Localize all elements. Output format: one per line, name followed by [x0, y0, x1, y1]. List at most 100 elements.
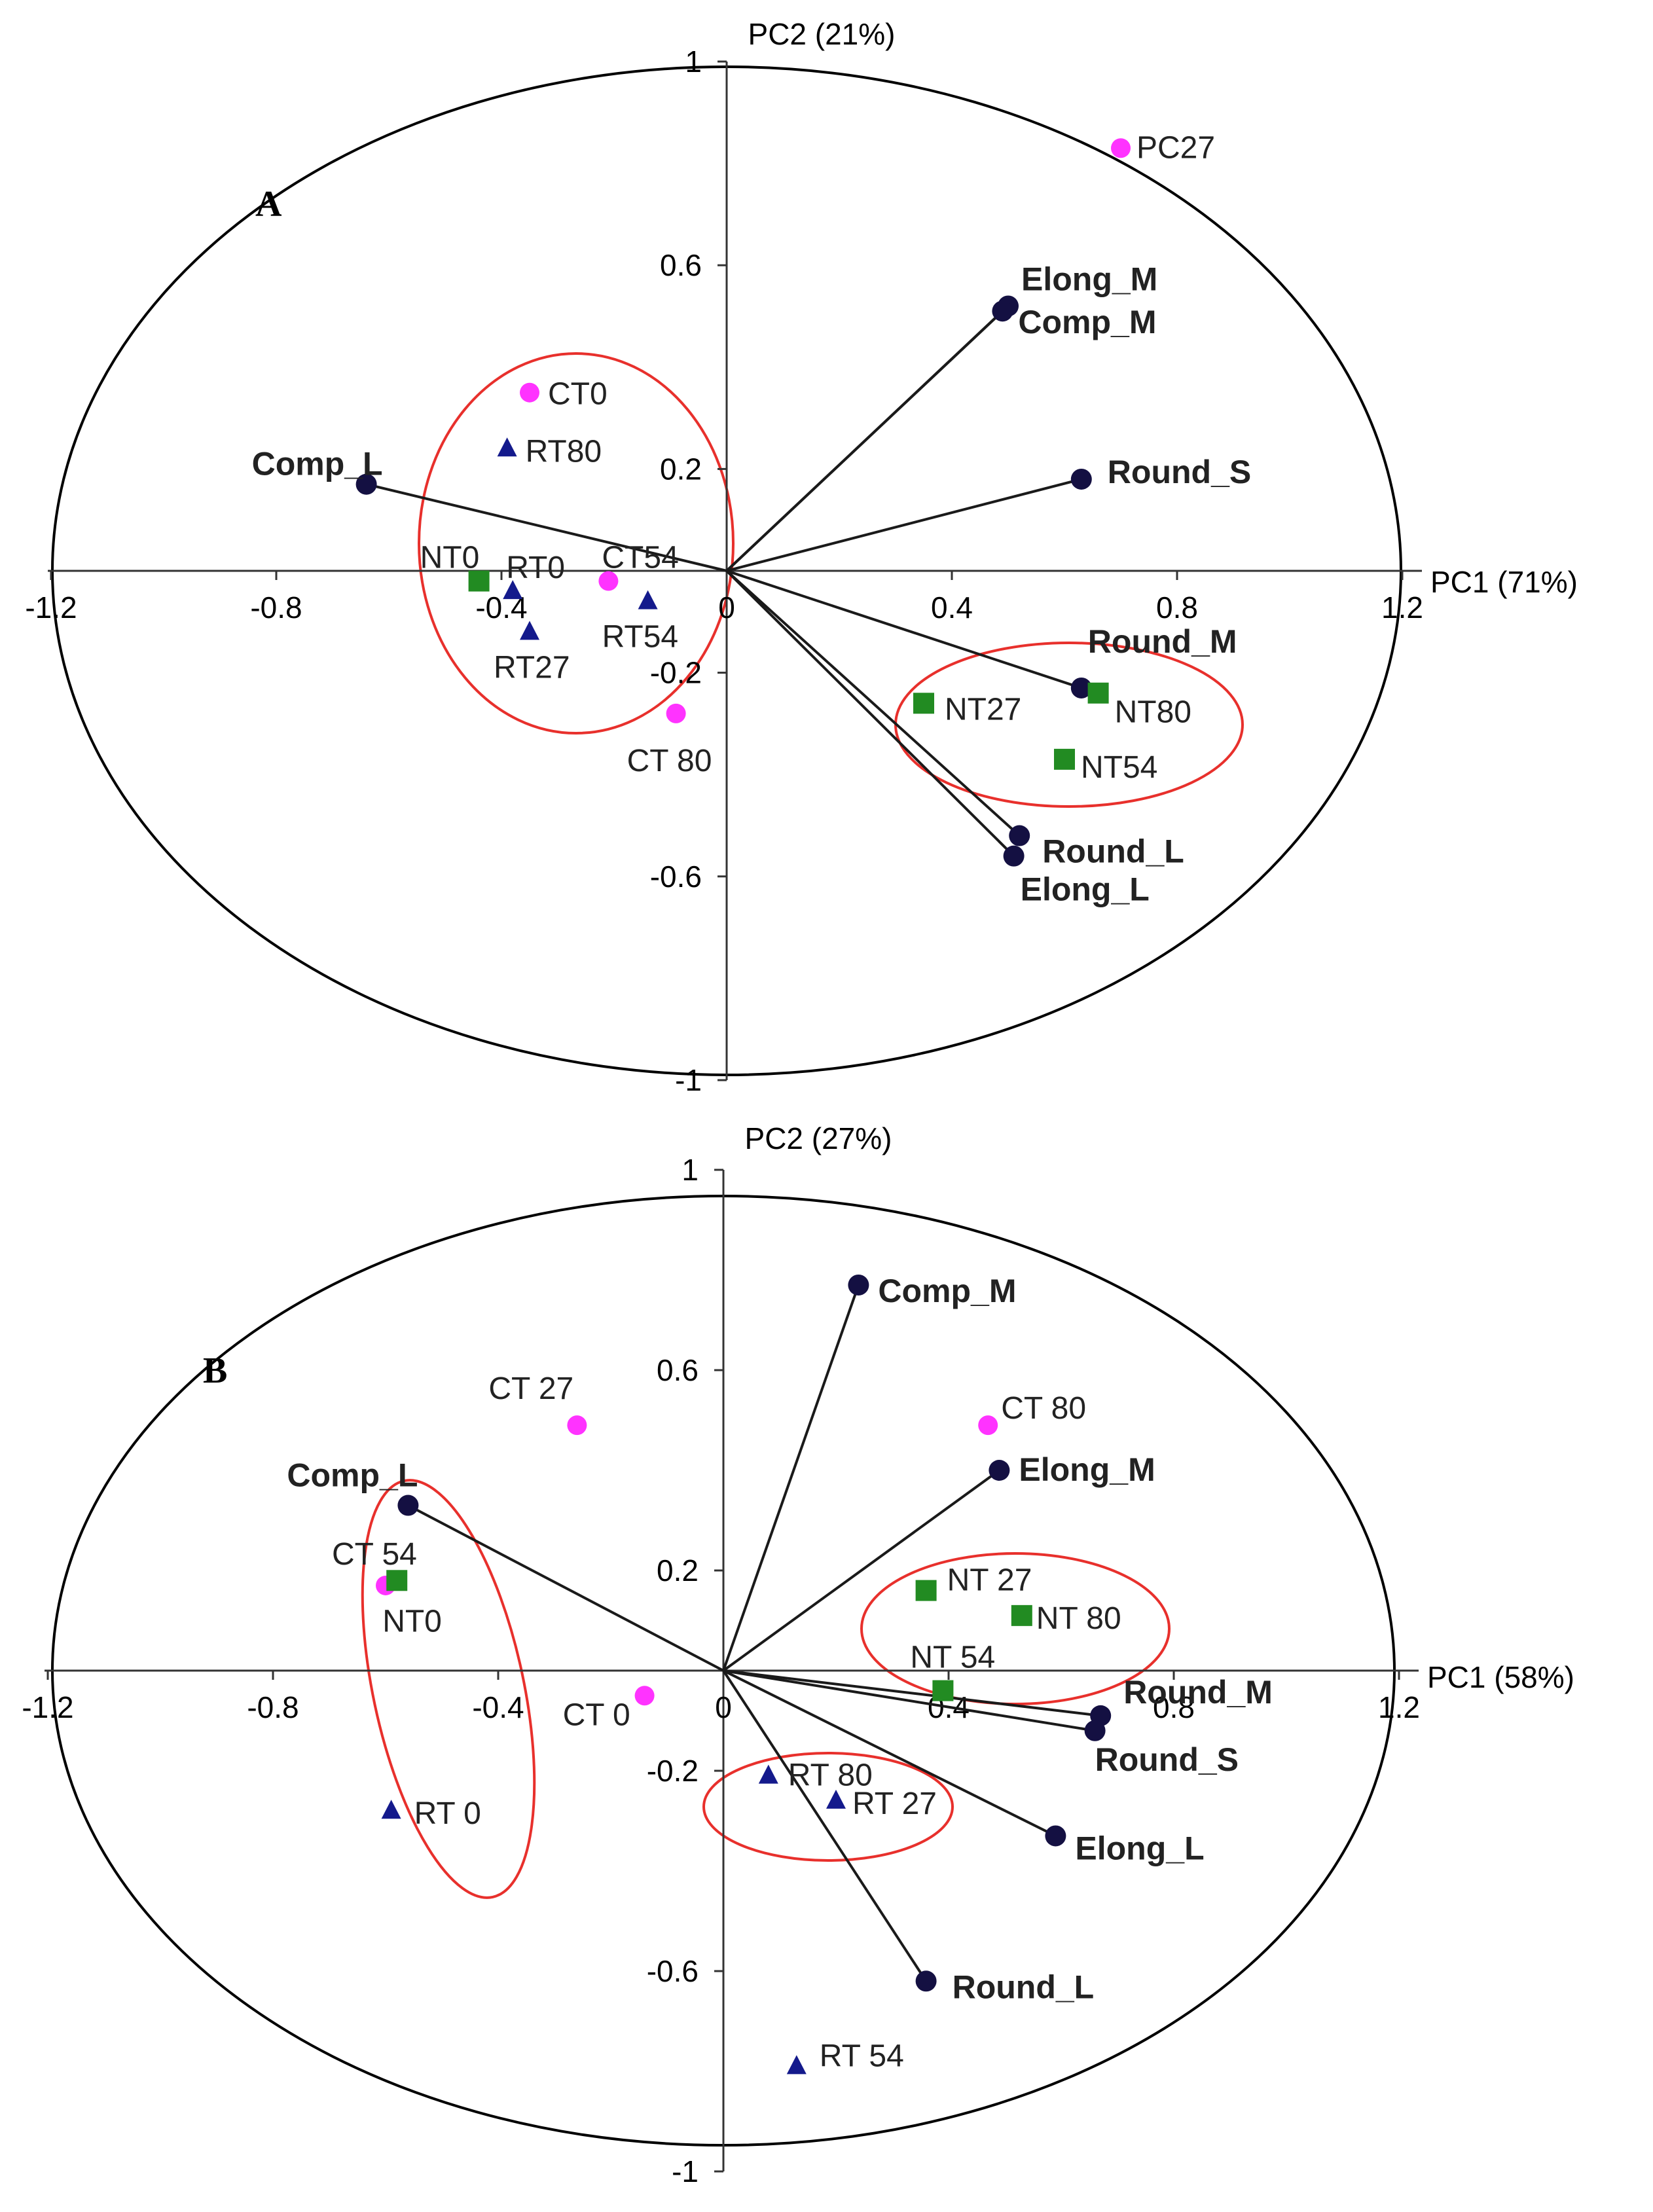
observation-label: CT 54	[332, 1537, 417, 1572]
observation-label: NT0	[382, 1604, 442, 1639]
rt-point	[638, 590, 658, 609]
x-tick-label: -1.2	[22, 1690, 73, 1724]
loading-vector	[725, 570, 1021, 837]
observation-label: NT27	[945, 692, 1021, 727]
variable-label: Elong_L	[1075, 1830, 1204, 1866]
variable-label: Elong_L	[1021, 871, 1150, 908]
nt-point	[913, 693, 934, 714]
x-tick-label: 1.2	[1381, 590, 1423, 625]
observation-label: NT54	[1081, 750, 1157, 785]
variable-label: Elong_M	[1021, 261, 1157, 297]
variable-label: Comp_L	[287, 1457, 418, 1494]
loading-vector	[726, 570, 1082, 689]
loading-vector	[722, 1469, 1000, 1672]
variable-point	[355, 473, 377, 495]
variable-label: Comp_M	[1018, 304, 1156, 340]
ct-point	[520, 382, 539, 403]
observation-label: CT 80	[1001, 1391, 1086, 1426]
rt-point	[786, 2055, 807, 2075]
panel-label: A	[255, 184, 282, 225]
x-tick-label: 0.4	[931, 590, 973, 625]
y-axis-label: PC2 (21%)	[748, 17, 896, 51]
observation-label: RT80	[526, 434, 602, 469]
nt-point	[1054, 748, 1075, 770]
variable-label: Round_S	[1108, 454, 1251, 490]
x-axis-label: PC1 (71%)	[1430, 565, 1578, 599]
y-tick-label: 0.6	[657, 1353, 699, 1387]
rt-point	[497, 437, 517, 457]
observation-label: NT 80	[1036, 1601, 1121, 1636]
y-tick-label: -1	[672, 2154, 699, 2188]
cluster-ellipse	[418, 352, 735, 734]
observation-label: RT27	[494, 650, 570, 685]
y-tick-label: -1	[675, 1063, 702, 1097]
variable-point	[1003, 845, 1025, 867]
variable-point	[848, 1274, 869, 1296]
y-tick-label: 0.6	[660, 248, 702, 282]
ct-point	[634, 1686, 655, 1706]
rt-point	[381, 1800, 401, 1819]
variable-point	[1045, 1825, 1066, 1847]
x-tick-label: -0.4	[472, 1690, 524, 1724]
y-tick-label: 0.2	[660, 452, 702, 486]
nt-point	[386, 1570, 408, 1591]
rt-point	[520, 621, 539, 640]
rt-point	[758, 1764, 778, 1784]
ct-point	[598, 571, 619, 591]
loading-vector	[726, 478, 1082, 572]
y-axis-label: PC2 (27%)	[745, 1121, 892, 1155]
nt-point	[468, 570, 490, 592]
variable-point	[1009, 825, 1030, 846]
observation-label: NT80	[1115, 695, 1191, 730]
panel-b-biplot: -1.2-0.8-0.400.40.81.210.60.2-0.2-0.6-1P…	[22, 1121, 1574, 2188]
variable-point	[989, 1460, 1010, 1481]
loading-vector	[723, 1669, 1057, 1838]
variable-point	[1070, 468, 1092, 490]
loading-vector	[723, 1669, 1095, 1732]
variable-point	[1084, 1720, 1106, 1741]
x-tick-label: 0.8	[1156, 590, 1198, 625]
loading-vector	[723, 1669, 1101, 1717]
loading-vector	[722, 1284, 860, 1671]
variable-point	[915, 1970, 937, 1992]
x-axis-label: PC1 (58%)	[1427, 1660, 1574, 1694]
rt-point	[503, 580, 523, 600]
y-tick-label: -0.2	[650, 656, 702, 690]
nt-point	[915, 1580, 937, 1601]
nt-point	[1087, 682, 1109, 704]
observation-label: CT 0	[563, 1697, 630, 1732]
observation-label: PC27	[1136, 130, 1215, 165]
x-tick-label: 1.2	[1378, 1690, 1420, 1724]
x-tick-label: 0.8	[1153, 1690, 1195, 1724]
observation-label: NT0	[420, 541, 480, 575]
observation-label: RT54	[602, 620, 679, 655]
variable-point	[397, 1495, 419, 1516]
variable-label: Comp_L	[252, 446, 383, 482]
observation-label: NT 27	[947, 1563, 1032, 1598]
cluster-ellipse	[361, 1479, 536, 1899]
x-tick-label: 0	[715, 1690, 732, 1724]
observation-label: CT0	[548, 377, 608, 412]
variable-label: Round_M	[1123, 1674, 1273, 1711]
y-tick-label: 1	[681, 1153, 699, 1187]
variable-label: Comp_M	[878, 1273, 1016, 1309]
y-tick-label: 1	[685, 45, 702, 79]
y-tick-label: 0.2	[657, 1553, 699, 1587]
observation-label: CT54	[602, 541, 678, 575]
loading-vector	[366, 482, 727, 572]
variable-label: Elong_M	[1019, 1451, 1155, 1488]
panel-label: B	[203, 1351, 227, 1391]
observation-label: NT 54	[910, 1641, 995, 1675]
loading-vector	[722, 1669, 928, 1982]
y-tick-label: -0.2	[647, 1754, 699, 1788]
variable-point	[1070, 677, 1092, 698]
observation-label: RT 27	[852, 1786, 937, 1821]
x-tick-label: -0.8	[250, 590, 302, 625]
variable-point	[992, 300, 1013, 322]
rt-point	[826, 1789, 846, 1809]
ct-point	[666, 703, 686, 723]
ct-point	[978, 1415, 998, 1436]
nt-point	[932, 1680, 954, 1701]
